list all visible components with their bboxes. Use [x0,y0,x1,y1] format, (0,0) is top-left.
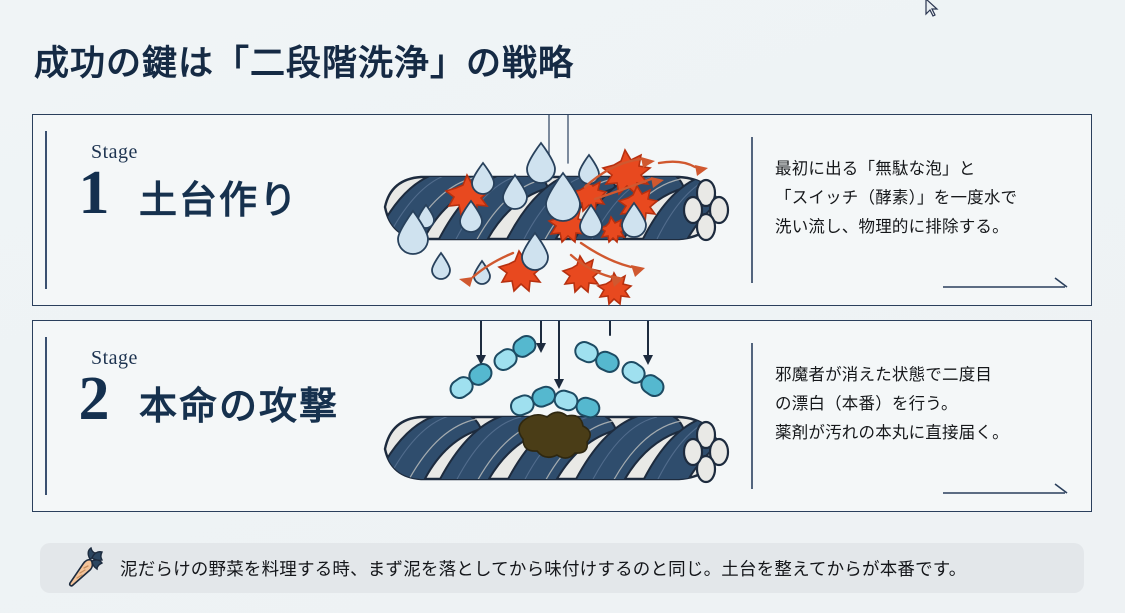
card-progress-arrow [943,483,1068,494]
stage-description-1: 最初に出る「無駄な泡」と 「スイッチ（酵素）」を一度水で 洗い流し、物理的に排除… [775,155,1075,242]
stage-card-2: Stage 2 本命の攻撃 [32,316,1092,512]
dark-stain [518,411,591,459]
card-divider [751,137,753,283]
stage-name: 土台作り [139,180,300,222]
stage-label: Stage [91,347,138,369]
desc-line: 洗い流し、物理的に排除する。 [775,217,1009,236]
stage-label: Stage [91,141,138,163]
stage-heading-1: Stage 1 土台作り [63,141,363,224]
stage-number: 1 [78,159,110,227]
water-stream-lines [548,112,569,164]
desc-line: 薬剤が汚れの本丸に直接届く。 [775,423,1009,442]
removal-arrowheads [459,157,708,287]
desc-line: 邪魔者が消えた状態で二度目 [775,366,993,384]
desc-line: 最初に出る「無駄な泡」と [775,160,976,178]
carrot-icon [68,546,104,587]
card-progress-arrow [943,277,1068,288]
mouse-cursor [925,0,939,17]
down-arrowheads [476,343,653,389]
stage-name: 本命の攻撃 [139,386,340,428]
stage-card-1: Stage 1 土台作り [32,112,1092,306]
stage-number: 2 [78,365,110,433]
down-arrows [480,316,649,384]
card-divider [751,343,753,489]
footer-note: 泥だらけの野菜を料理する時、まず泥を落としてから味付けするのと同じ。土台を整えて… [40,543,1084,593]
rope-rinse-illustration [363,112,753,306]
card-accent-line [45,131,47,289]
stage-heading-2: Stage 2 本命の攻撃 [63,347,363,430]
teal-capsules [449,334,665,419]
footer-note-text: 泥だらけの野菜を料理する時、まず泥を落としてから味付けするのと同じ。土台を整えて… [120,558,967,579]
stage-description-2: 邪魔者が消えた状態で二度目 の漂白（本番）を行う。 薬剤が汚れの本丸に直接届く。 [775,361,1075,448]
removal-arrows [471,157,697,279]
rope-bleach-illustration [363,316,753,511]
card-accent-line [45,337,47,495]
water-droplets [397,141,647,285]
desc-line: の漂白（本番）を行う。 [775,394,958,413]
desc-line: 「スイッチ（酵素）」を一度水で [775,188,1018,207]
page-title: 成功の鍵は「二段階洗浄」の戦略 [34,44,575,83]
